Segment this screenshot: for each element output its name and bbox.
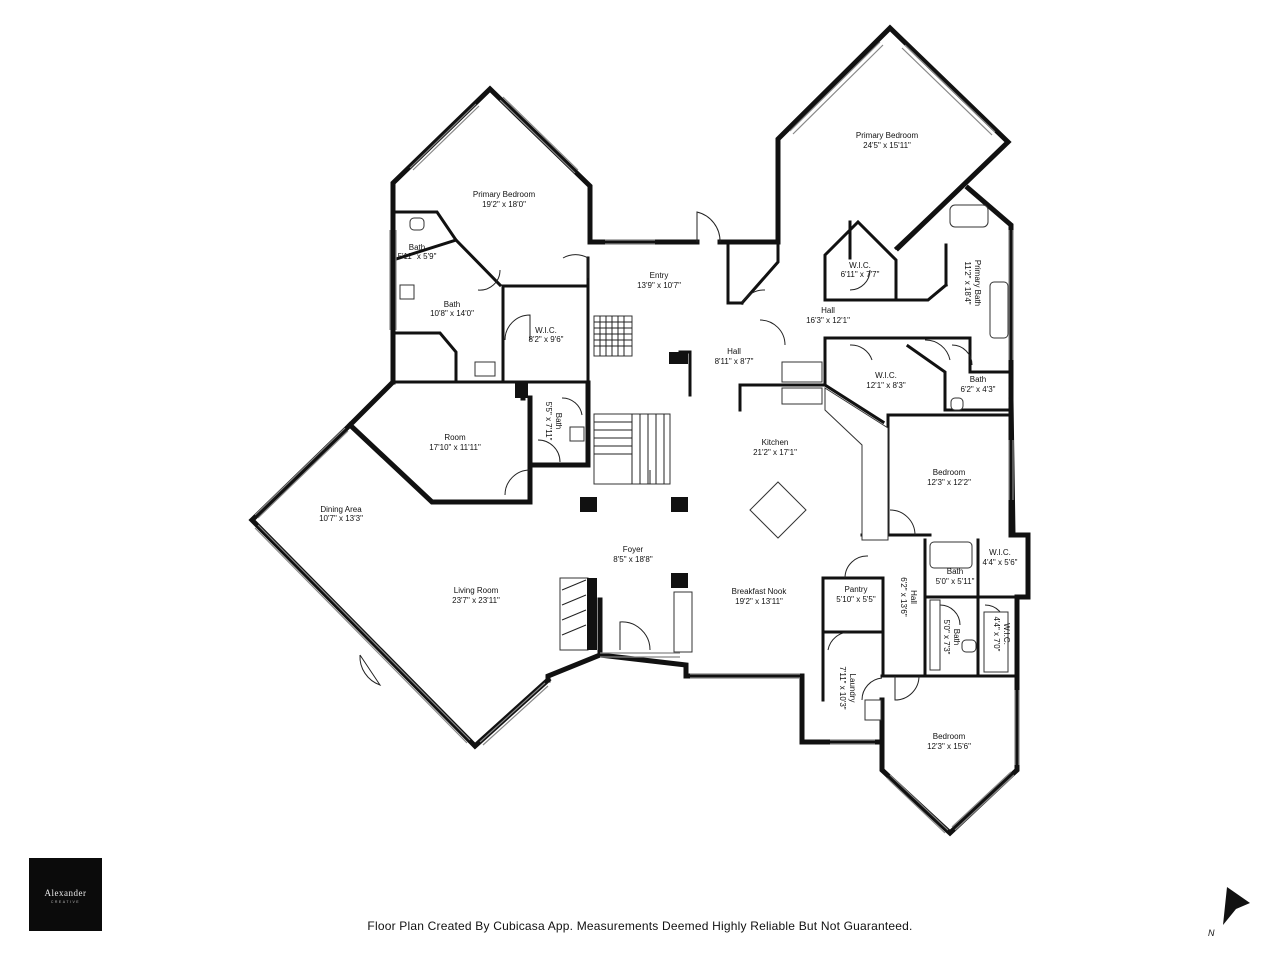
svg-text:6'2" x 13'6": 6'2" x 13'6" [899, 577, 908, 617]
svg-text:Bedroom: Bedroom [933, 732, 966, 741]
room-label-breakfast-nook: Breakfast Nook 19'2" x 13'11" [732, 587, 788, 606]
svg-text:12'3" x 15'6": 12'3" x 15'6" [927, 742, 971, 751]
room-label-bedroom-lower: Bedroom 12'3" x 15'6" [927, 732, 971, 751]
room-label-primary-bedroom-right: Primary Bedroom 24'5" x 15'11" [856, 131, 919, 150]
svg-text:7'11" x 10'3": 7'11" x 10'3" [838, 666, 847, 709]
room-label-wic-lower-b: W.I.C. 4'4" x 7'0" [992, 617, 1011, 652]
svg-text:Entry: Entry [650, 271, 669, 280]
svg-text:6'2" x 4'3": 6'2" x 4'3" [961, 385, 996, 394]
footer-disclaimer: Floor Plan Created By Cubicasa App. Meas… [367, 919, 913, 933]
svg-text:10'8" x 14'0": 10'8" x 14'0" [430, 309, 474, 318]
svg-text:Bath: Bath [554, 413, 563, 429]
room-label-entry: Entry 13'9" x 10'7" [637, 271, 681, 290]
room-label-kitchen: Kitchen 21'2" x 17'1" [753, 438, 797, 457]
svg-text:Foyer: Foyer [623, 545, 644, 554]
room-label-bath-left: Bath 10'8" x 14'0" [430, 300, 474, 318]
room-label-bath-stair: Bath 5'5" x 7'11" [544, 402, 563, 441]
svg-text:Hall: Hall [909, 590, 918, 604]
svg-text:Bath: Bath [444, 300, 460, 309]
room-label-bath-lower-b: Bath 5'0" x 7'3" [942, 620, 961, 655]
svg-text:23'7" x 23'11": 23'7" x 23'11" [452, 596, 500, 605]
svg-text:6'11" x 7'7": 6'11" x 7'7" [841, 270, 880, 279]
room-label-hall-center: Hall 8'11" x 8'7" [715, 347, 754, 366]
fixtures [399, 204, 1009, 721]
room-labels: Primary Bedroom 19'2" x 18'0" Bath 5'11"… [319, 131, 1018, 751]
room-label-foyer: Foyer 8'5" x 18'8" [613, 545, 653, 564]
brand-logo: Alexander CREATIVE [29, 858, 102, 931]
svg-text:Bath: Bath [947, 567, 963, 576]
room-label-wic-left: W.I.C. 8'2" x 9'6" [529, 326, 564, 344]
svg-text:16'3" x 12'1": 16'3" x 12'1" [806, 316, 850, 325]
svg-text:8'11" x 8'7": 8'11" x 8'7" [715, 357, 754, 366]
room-label-wic-primary: W.I.C. 6'11" x 7'7" [841, 261, 880, 279]
room-label-bath-small-left: Bath 5'11" x 5'9" [398, 243, 437, 261]
svg-text:8'5" x 18'8": 8'5" x 18'8" [613, 555, 653, 564]
svg-text:Bath: Bath [952, 629, 961, 645]
svg-text:Dining Area: Dining Area [320, 505, 362, 514]
svg-text:5'0" x 7'3": 5'0" x 7'3" [942, 620, 951, 655]
svg-text:Laundry: Laundry [848, 674, 857, 703]
svg-text:W.I.C.: W.I.C. [1002, 623, 1011, 645]
room-label-bedroom-mid: Bedroom 12'3" x 12'2" [927, 468, 971, 487]
interior-walls [391, 197, 1019, 702]
svg-text:5'10" x 5'5": 5'10" x 5'5" [836, 595, 876, 604]
room-label-living-room: Living Room 23'7" x 23'11" [452, 586, 500, 605]
svg-text:13'9" x 10'7": 13'9" x 10'7" [637, 281, 681, 290]
columns [515, 352, 688, 650]
room-label-room: Room 17'10" x 11'11" [429, 433, 481, 452]
room-label-primary-bath: Primary Bath 11'2" x 18'4" [963, 260, 982, 306]
room-label-hall-upper: Hall 16'3" x 12'1" [806, 306, 850, 325]
room-label-hall-lower: Hall 6'2" x 13'6" [899, 577, 918, 617]
logo-text: Alexander [44, 888, 87, 898]
svg-text:19'2" x 18'0": 19'2" x 18'0" [482, 200, 526, 209]
svg-text:Primary Bedroom: Primary Bedroom [473, 190, 536, 199]
logo-subtext: CREATIVE [50, 900, 81, 904]
svg-text:5'0" x 5'11": 5'0" x 5'11" [936, 577, 975, 586]
svg-text:12'3" x 12'2": 12'3" x 12'2" [927, 478, 971, 487]
svg-text:Breakfast Nook: Breakfast Nook [732, 587, 788, 596]
room-label-bath-right: Bath 6'2" x 4'3" [961, 375, 996, 394]
svg-text:19'2" x 13'11": 19'2" x 13'11" [735, 597, 783, 606]
svg-text:W.I.C.: W.I.C. [989, 548, 1011, 557]
room-label-dining-area: Dining Area 10'7" x 13'3" [319, 505, 363, 523]
svg-text:W.I.C.: W.I.C. [535, 326, 557, 335]
svg-text:4'4" x 7'0": 4'4" x 7'0" [992, 617, 1001, 652]
svg-text:5'11" x 5'9": 5'11" x 5'9" [398, 252, 437, 261]
svg-text:Hall: Hall [821, 306, 835, 315]
svg-text:8'2" x 9'6": 8'2" x 9'6" [529, 335, 564, 344]
svg-text:10'7" x 13'3": 10'7" x 13'3" [319, 514, 363, 523]
room-label-primary-bedroom-left: Primary Bedroom 19'2" x 18'0" [473, 190, 536, 209]
svg-text:W.I.C.: W.I.C. [875, 371, 897, 380]
compass-label: N [1208, 928, 1215, 938]
svg-text:Bedroom: Bedroom [933, 468, 966, 477]
svg-text:21'2" x 17'1": 21'2" x 17'1" [753, 448, 797, 457]
svg-text:24'5" x 15'11": 24'5" x 15'11" [863, 141, 911, 150]
svg-text:Pantry: Pantry [844, 585, 867, 594]
svg-text:Bath: Bath [970, 375, 986, 384]
compass-north-arrow-icon [1223, 887, 1250, 925]
svg-text:Room: Room [444, 433, 466, 442]
svg-text:Bath: Bath [409, 243, 425, 252]
svg-text:Kitchen: Kitchen [762, 438, 789, 447]
svg-text:Hall: Hall [727, 347, 741, 356]
svg-text:17'10" x 11'11": 17'10" x 11'11" [429, 443, 481, 452]
room-label-pantry: Pantry 5'10" x 5'5" [836, 585, 876, 604]
svg-text:11'2" x 18'4": 11'2" x 18'4" [963, 261, 972, 304]
svg-text:12'1" x 8'3": 12'1" x 8'3" [866, 381, 906, 390]
room-label-bath-lower-a: Bath 5'0" x 5'11" [936, 567, 975, 586]
room-label-laundry: Laundry 7'11" x 10'3" [838, 666, 857, 709]
svg-text:W.I.C.: W.I.C. [849, 261, 871, 270]
svg-text:Primary Bedroom: Primary Bedroom [856, 131, 919, 140]
svg-text:Living Room: Living Room [454, 586, 499, 595]
svg-text:4'4" x 5'6": 4'4" x 5'6" [983, 558, 1018, 567]
svg-text:5'5" x 7'11": 5'5" x 7'11" [544, 402, 553, 441]
stairs [593, 315, 671, 485]
svg-text:Primary Bath: Primary Bath [973, 260, 982, 306]
room-label-wic-center: W.I.C. 12'1" x 8'3" [866, 371, 906, 390]
windows [254, 41, 1020, 834]
room-label-wic-lower-a: W.I.C. 4'4" x 5'6" [983, 548, 1018, 567]
doors [359, 211, 1006, 701]
